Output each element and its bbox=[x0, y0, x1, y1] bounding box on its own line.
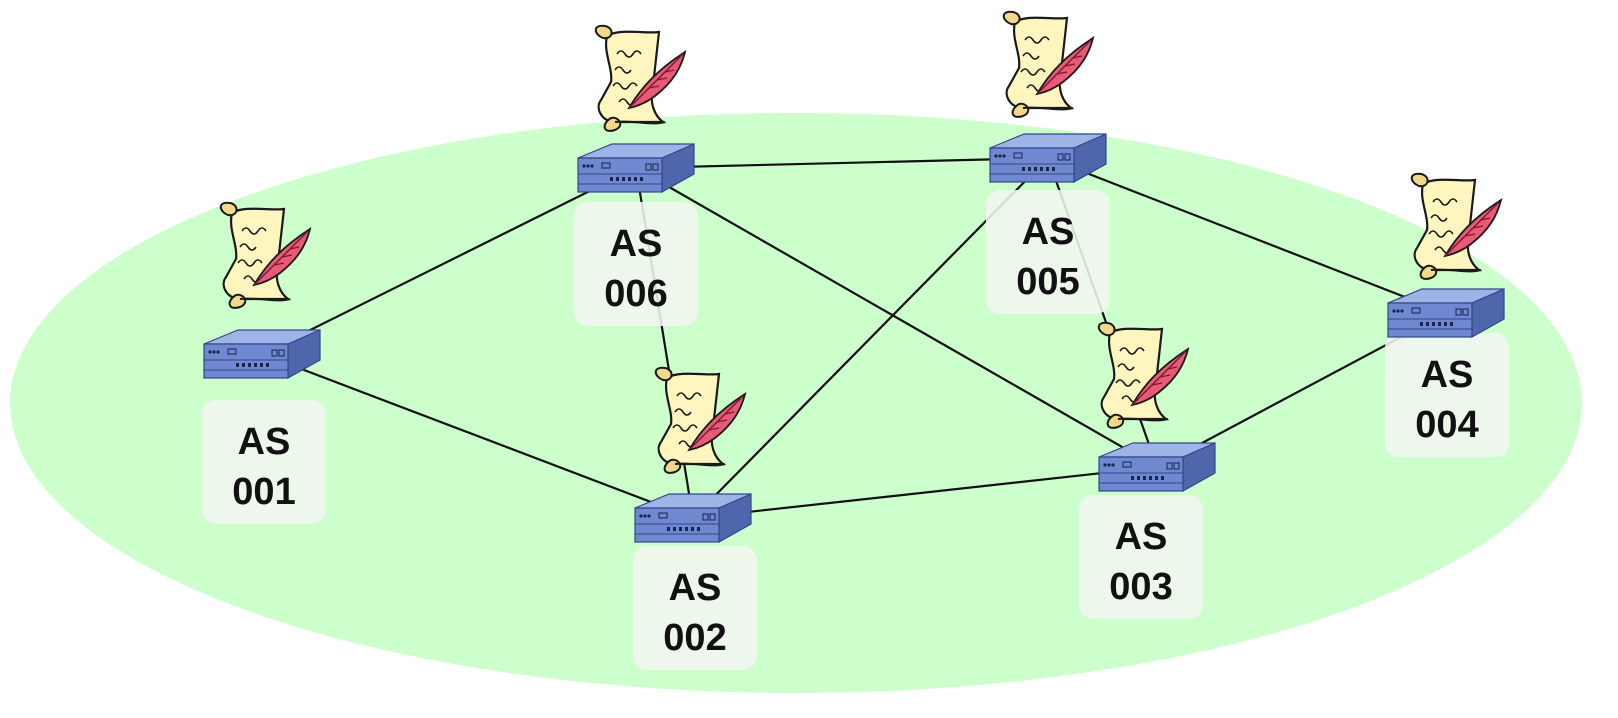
as-label-prefix: AS bbox=[610, 223, 663, 265]
as-label-box bbox=[986, 190, 1110, 314]
link-as006-as005 bbox=[635, 156, 1049, 170]
link-as002-as003 bbox=[692, 465, 1158, 520]
as-label-number: 003 bbox=[1109, 566, 1172, 608]
router-icon bbox=[203, 329, 321, 380]
as-label-number: 004 bbox=[1415, 404, 1478, 446]
as-label-box bbox=[1385, 333, 1509, 457]
as-node-001[interactable]: AS 001 bbox=[202, 201, 326, 524]
router-icon bbox=[577, 143, 695, 194]
scroll-quill-icon bbox=[1097, 321, 1190, 429]
router-icon bbox=[1098, 442, 1216, 493]
as-label-prefix: AS bbox=[669, 567, 722, 609]
as-label-number: 006 bbox=[604, 273, 667, 315]
as-label-prefix: AS bbox=[1022, 211, 1075, 253]
as-node-005[interactable]: AS 005 bbox=[986, 10, 1110, 314]
scroll-quill-icon bbox=[1410, 172, 1503, 280]
scroll-quill-icon bbox=[219, 201, 312, 309]
as-label-box bbox=[1079, 495, 1203, 619]
as-label-number: 001 bbox=[232, 471, 295, 513]
as-node-003[interactable]: AS 003 bbox=[1079, 321, 1216, 619]
scroll-quill-icon bbox=[594, 24, 687, 132]
as-label-prefix: AS bbox=[238, 421, 291, 463]
link-as005-as004 bbox=[1047, 156, 1447, 315]
as-label-box bbox=[574, 202, 698, 326]
link-as001-as006 bbox=[261, 167, 637, 355]
as-label-box bbox=[202, 400, 326, 524]
as-node-002[interactable]: AS 002 bbox=[633, 366, 757, 670]
as-label-number: 002 bbox=[663, 617, 726, 659]
router-icon bbox=[1387, 288, 1505, 339]
as-label-number: 005 bbox=[1016, 261, 1079, 303]
as-label-prefix: AS bbox=[1115, 516, 1168, 558]
scroll-quill-icon bbox=[1002, 10, 1095, 118]
link-as006-as003 bbox=[635, 167, 1158, 468]
as-label-box bbox=[633, 546, 757, 670]
scroll-quill-icon bbox=[654, 366, 747, 474]
links-layer bbox=[261, 156, 1447, 520]
link-as001-as002 bbox=[261, 352, 694, 520]
as-node-004[interactable]: AS 004 bbox=[1385, 172, 1509, 457]
router-icon bbox=[634, 493, 752, 544]
as-node-006[interactable]: AS 006 bbox=[574, 24, 698, 326]
router-icon bbox=[989, 133, 1107, 184]
as-label-prefix: AS bbox=[1421, 354, 1474, 396]
